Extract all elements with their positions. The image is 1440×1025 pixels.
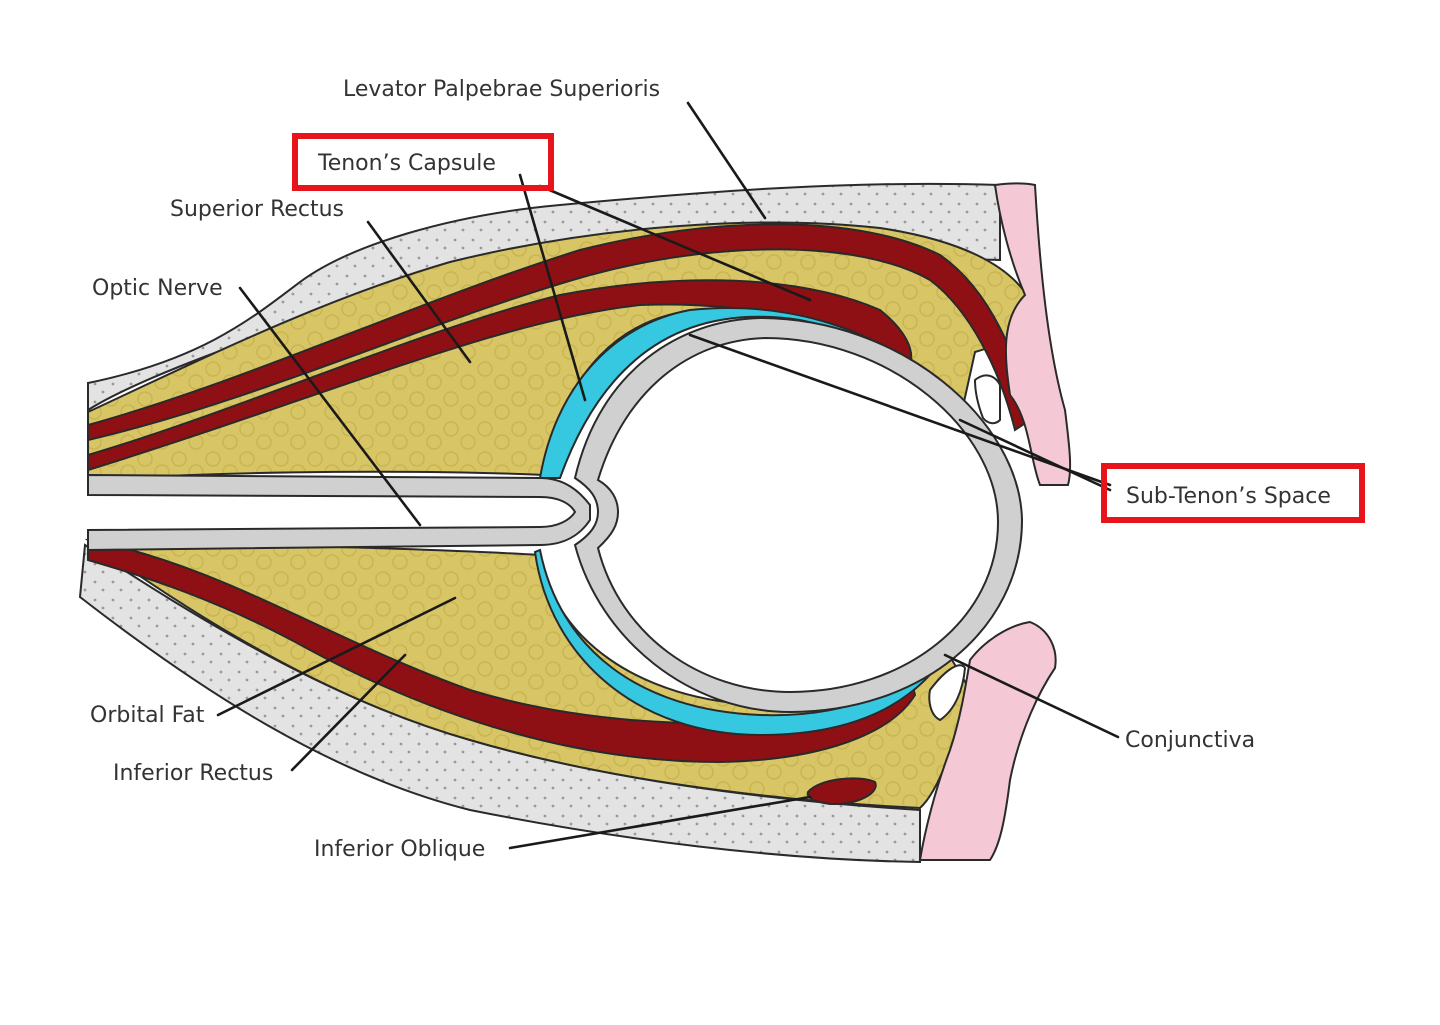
- leader-sub-tenons-b: [958, 418, 1112, 492]
- leader-sub-tenons-a: [688, 333, 1112, 487]
- label-tenons-capsule: Tenon’s Capsule: [317, 151, 496, 176]
- label-conjunctiva: Conjunctiva: [1125, 728, 1255, 753]
- leader-conjunctiva: [943, 653, 1120, 739]
- highlight-box-sub-tenons-space: [1101, 463, 1365, 523]
- conjunctival-fornix-superior: [973, 374, 1001, 425]
- leader-tenons-a: [518, 173, 587, 402]
- levator-muscle: [87, 223, 1032, 442]
- leader-orbital-fat: [216, 596, 457, 717]
- lower-eyelid: [918, 620, 1057, 861]
- conjunctival-fornix-inferior: [928, 664, 967, 722]
- label-inferior-oblique: Inferior Oblique: [314, 837, 485, 862]
- label-sub-tenons-space: Sub-Tenon’s Space: [1126, 484, 1331, 509]
- globe-interior: [596, 336, 1000, 694]
- label-orbital-fat: Orbital Fat: [90, 703, 205, 728]
- inferior-rectus-muscle: [87, 538, 917, 764]
- leader-inferior-oblique: [508, 795, 812, 850]
- label-inferior-rectus: Inferior Rectus: [113, 761, 273, 786]
- highlight-box-tenons-capsule: [292, 133, 554, 191]
- leader-tenons-b: [538, 184, 812, 302]
- leader-inferior-rectus: [290, 653, 407, 772]
- leader-superior-rectus: [366, 220, 472, 364]
- leader-optic-nerve: [238, 286, 422, 527]
- label-levator-palpebrae-superioris: Levator Palpebrae Superioris: [343, 77, 660, 102]
- leader-lines: [216, 101, 1120, 850]
- leader-levator: [686, 101, 767, 220]
- superior-rectus-muscle: [87, 279, 913, 472]
- inferior-oblique-muscle: [806, 777, 877, 806]
- optic-nerve-sheath: [87, 473, 591, 552]
- label-optic-nerve: Optic Nerve: [92, 276, 223, 301]
- label-superior-rectus: Superior Rectus: [170, 197, 344, 222]
- upper-eyelid: [993, 182, 1072, 486]
